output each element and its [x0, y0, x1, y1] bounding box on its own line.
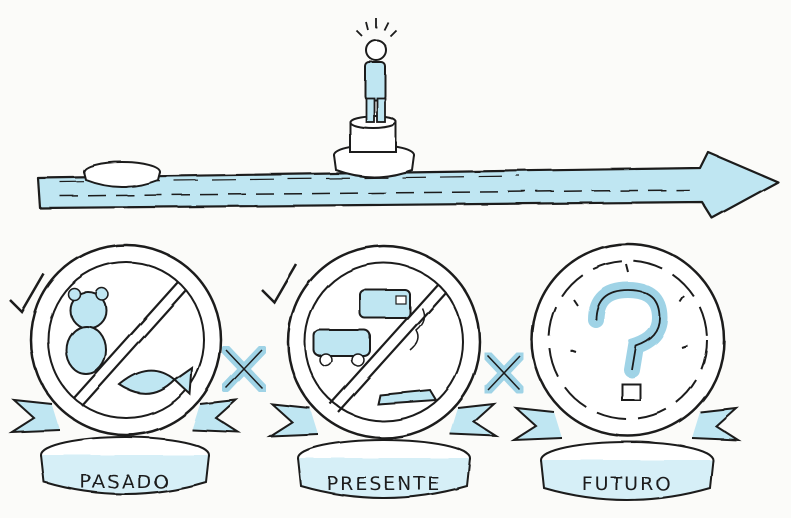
- present-pedestal: [334, 116, 414, 177]
- x-separator-2: [488, 356, 520, 390]
- panel-presente: PRESENTE: [262, 246, 496, 498]
- x-separator-1: [226, 350, 262, 388]
- past-pedestal: [84, 162, 160, 187]
- panel-futuro: FUTURO: [514, 244, 738, 500]
- label-futuro: FUTURO: [582, 473, 673, 495]
- label-pasado: PASADO: [80, 471, 170, 493]
- standing-person-icon: [356, 18, 396, 122]
- label-presente: PRESENTE: [327, 473, 442, 495]
- panel-pasado: PASADO: [10, 245, 238, 494]
- checkmark-icon: [262, 264, 296, 302]
- bus-icon: [360, 290, 410, 318]
